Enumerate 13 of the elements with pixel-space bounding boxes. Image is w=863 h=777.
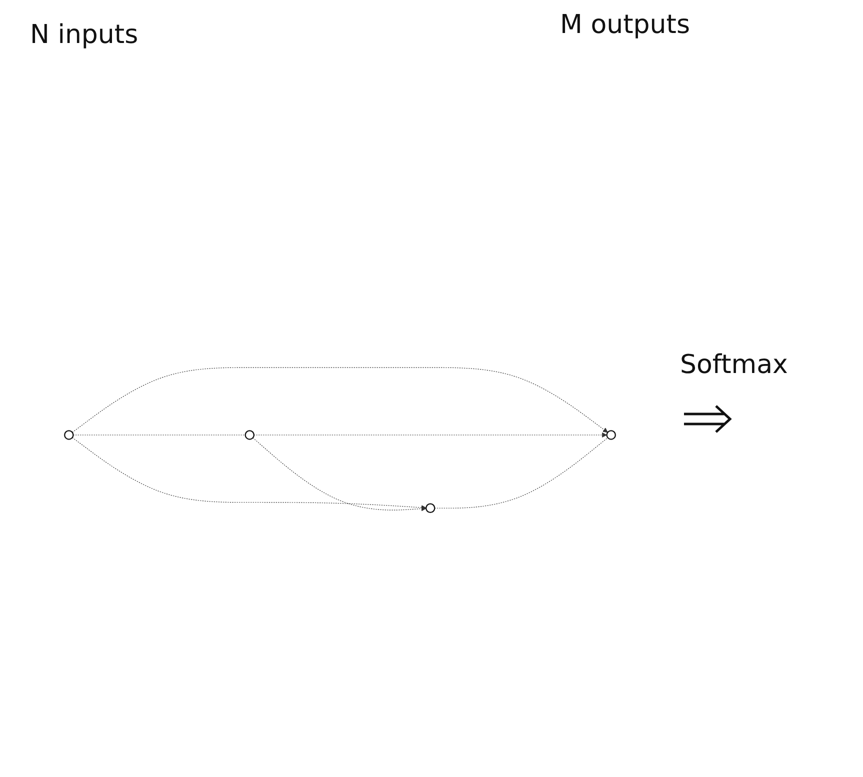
node-circle [64,430,74,440]
axis-label: M outputs [560,10,690,40]
node-circle [426,503,436,514]
arrow [252,438,426,512]
connector [434,437,608,508]
axis-label: N inputs [30,20,140,50]
node-circle [244,430,254,440]
node-circle [606,430,616,440]
arrow [72,437,426,510]
function-label: Softmax [680,350,788,380]
arrow [254,432,608,438]
arrow [72,367,608,433]
connector [72,434,246,436]
